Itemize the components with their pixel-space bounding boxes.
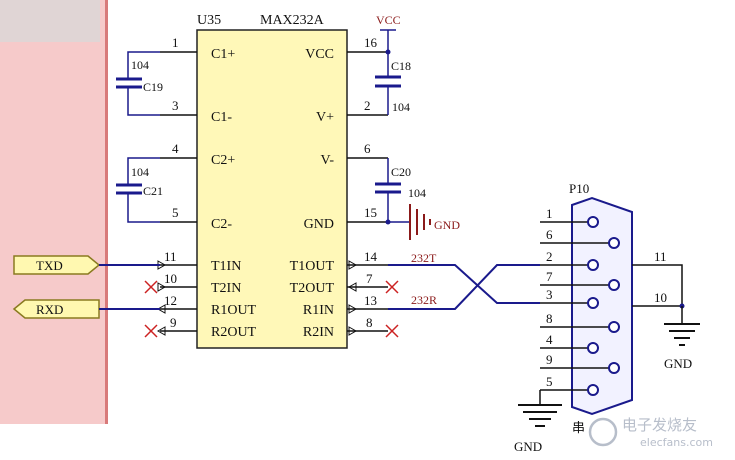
- c21-name: C21: [143, 184, 163, 198]
- net-232r: 232R: [411, 293, 437, 307]
- db9-pin-7: 7: [546, 269, 553, 284]
- pin-num-8: 8: [366, 315, 373, 330]
- pin-num-1: 1: [172, 35, 179, 50]
- chip-body: [196, 29, 348, 349]
- pin-label-r2out: R2OUT: [211, 325, 257, 340]
- c20-value: 104: [408, 186, 426, 200]
- chip-part-number: MAX232A: [260, 13, 325, 28]
- pin5-ground: [518, 390, 562, 427]
- rxd-port: [12, 299, 160, 319]
- side-sheet-edge: [105, 0, 108, 424]
- pin-label-r2in: R2IN: [303, 325, 334, 340]
- pin-label-c2p: C2+: [211, 153, 235, 168]
- watermark: 电子发烧友 elecfans.com: [588, 416, 713, 449]
- db9-shell: [571, 196, 633, 416]
- right-pin-stubs: [347, 51, 388, 336]
- db9-pins: [540, 216, 620, 396]
- pin-label-gnd: GND: [304, 217, 334, 232]
- db9-pin-3: 3: [546, 287, 553, 302]
- pin-label-vplus: V+: [316, 110, 334, 125]
- shield-pin-11: 11: [654, 249, 667, 264]
- c20-name: C20: [391, 165, 411, 179]
- pin-label-r1in: R1IN: [303, 303, 334, 318]
- pin-num-13: 13: [364, 293, 377, 308]
- pin-label-t1in: T1IN: [211, 259, 241, 274]
- pin-label-c2m: C2-: [211, 217, 232, 232]
- c19-wiring: [116, 51, 160, 116]
- left-pin-stubs: [156, 51, 197, 336]
- pin-num-11: 11: [164, 249, 177, 264]
- pin-label-vcc: VCC: [305, 47, 334, 62]
- c18-name: C18: [391, 59, 411, 73]
- pin-label-t2out: T2OUT: [290, 281, 335, 296]
- pin-num-3: 3: [172, 98, 179, 113]
- pin-label-vminus: V-: [321, 153, 335, 168]
- pin-label-t1out: T1OUT: [290, 259, 335, 274]
- pin-num-5: 5: [172, 205, 179, 220]
- db9-pin-2: 2: [546, 249, 553, 264]
- pin-num-14: 14: [364, 249, 378, 264]
- db9-pin-8: 8: [546, 311, 553, 326]
- pin-num-12: 12: [164, 293, 177, 308]
- c19-value: 104: [131, 58, 149, 72]
- shield-wiring: [632, 264, 700, 346]
- shield-gnd-label: GND: [664, 356, 692, 371]
- side-sheet: [0, 0, 107, 424]
- db9-pin-4: 4: [546, 332, 553, 347]
- blurred-corner: [0, 0, 100, 42]
- pin5-gnd-label: GND: [514, 439, 542, 454]
- c20-wiring: [375, 158, 401, 225]
- chip-ground-symbol: [388, 204, 431, 240]
- db9-pin-1: 1: [546, 206, 553, 221]
- chip-gnd-label: GND: [434, 218, 460, 232]
- connector-designator: P10: [569, 181, 589, 196]
- pin-label-r1out: R1OUT: [211, 303, 257, 318]
- pin-label-c1m: C1-: [211, 110, 232, 125]
- rxd-label: RXD: [36, 302, 63, 317]
- crossover-wires: [388, 264, 540, 310]
- c18-value: 104: [392, 100, 410, 114]
- txd-port: [13, 255, 160, 275]
- db9-pin-9: 9: [546, 352, 553, 367]
- c19-name: C19: [143, 80, 163, 94]
- pin-num-15: 15: [364, 205, 377, 220]
- connector-partial-label: 串: [572, 421, 585, 436]
- pin-num-4: 4: [172, 141, 179, 156]
- chip-designator: U35: [197, 13, 221, 28]
- pin-num-9: 9: [170, 315, 177, 330]
- net-232t: 232T: [411, 251, 437, 265]
- pin-num-16: 16: [364, 35, 378, 50]
- pin-num-10: 10: [164, 271, 177, 286]
- pin-label-c1p: C1+: [211, 47, 235, 62]
- c18-wiring: [375, 30, 401, 115]
- pin-num-7: 7: [366, 271, 373, 286]
- vcc-label: VCC: [376, 13, 401, 27]
- c21-wiring: [116, 157, 160, 223]
- c21-value: 104: [131, 165, 149, 179]
- txd-label: TXD: [36, 258, 63, 273]
- watermark-logo-icon: [588, 417, 618, 447]
- watermark-text: 电子发烧友: [622, 416, 697, 434]
- db9-pin-6: 6: [546, 227, 553, 242]
- shield-pin-10: 10: [654, 290, 667, 305]
- db9-pin-5: 5: [546, 374, 553, 389]
- pin-num-6: 6: [364, 141, 371, 156]
- pin-label-t2in: T2IN: [211, 281, 241, 296]
- no-connect-marks: [144, 280, 399, 338]
- pin-num-2: 2: [364, 98, 371, 113]
- watermark-domain: elecfans.com: [640, 436, 713, 449]
